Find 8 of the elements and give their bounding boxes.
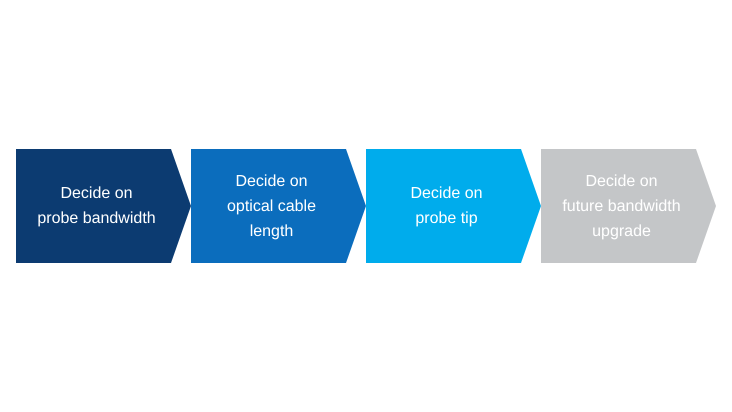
- step-label: Decide on probe tip: [410, 184, 483, 229]
- step-label: Decide on optical cable length: [227, 172, 316, 242]
- step-label: Decide on probe bandwidth: [37, 184, 156, 229]
- chevron-step: [366, 149, 541, 263]
- chevron-step: [541, 149, 716, 263]
- step-label: Decide on future bandwidth upgrade: [562, 172, 681, 242]
- chevron-step: [16, 149, 191, 263]
- chevron-step: [191, 149, 366, 263]
